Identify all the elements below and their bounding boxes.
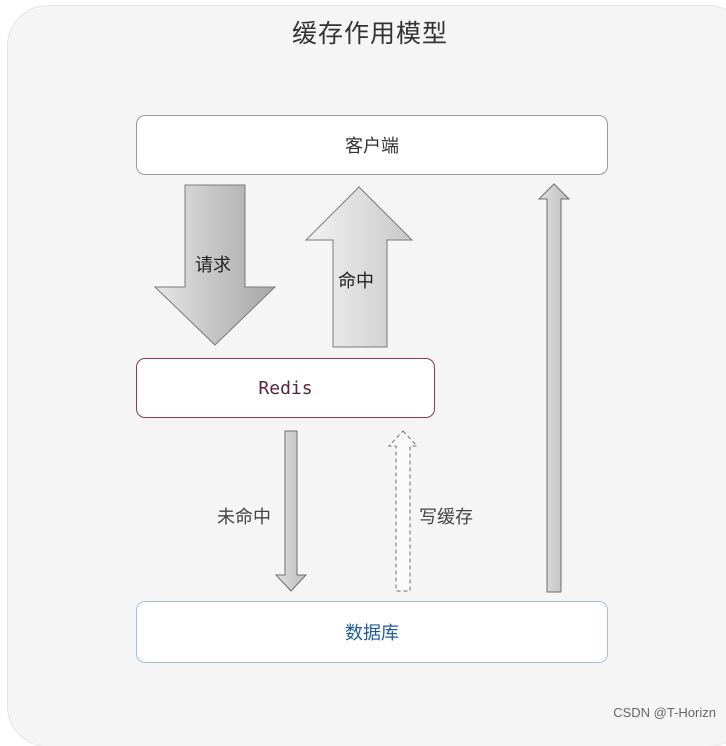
database-node: 数据库 [136,601,608,663]
write-cache-label: 写缓存 [419,507,473,528]
redis-node: Redis [136,358,435,418]
client-node: 客户端 [136,115,608,175]
hit-label: 命中 [338,271,374,292]
redis-label: Redis [258,377,313,399]
arrows-layer [153,183,571,593]
client-label: 客户端 [345,136,399,157]
database-label: 数据库 [345,623,399,644]
miss-arrow [274,430,308,592]
hit-arrow [304,186,414,348]
db-to-client-arrow [537,183,571,593]
diagram-title: 缓存作用模型 [291,19,448,48]
request-arrow [153,184,277,346]
miss-label: 未命中 [217,507,271,528]
write-cache-arrow [387,430,419,592]
request-label: 请求 [195,255,231,276]
watermark: CSDN @T-Horizn [613,705,716,720]
